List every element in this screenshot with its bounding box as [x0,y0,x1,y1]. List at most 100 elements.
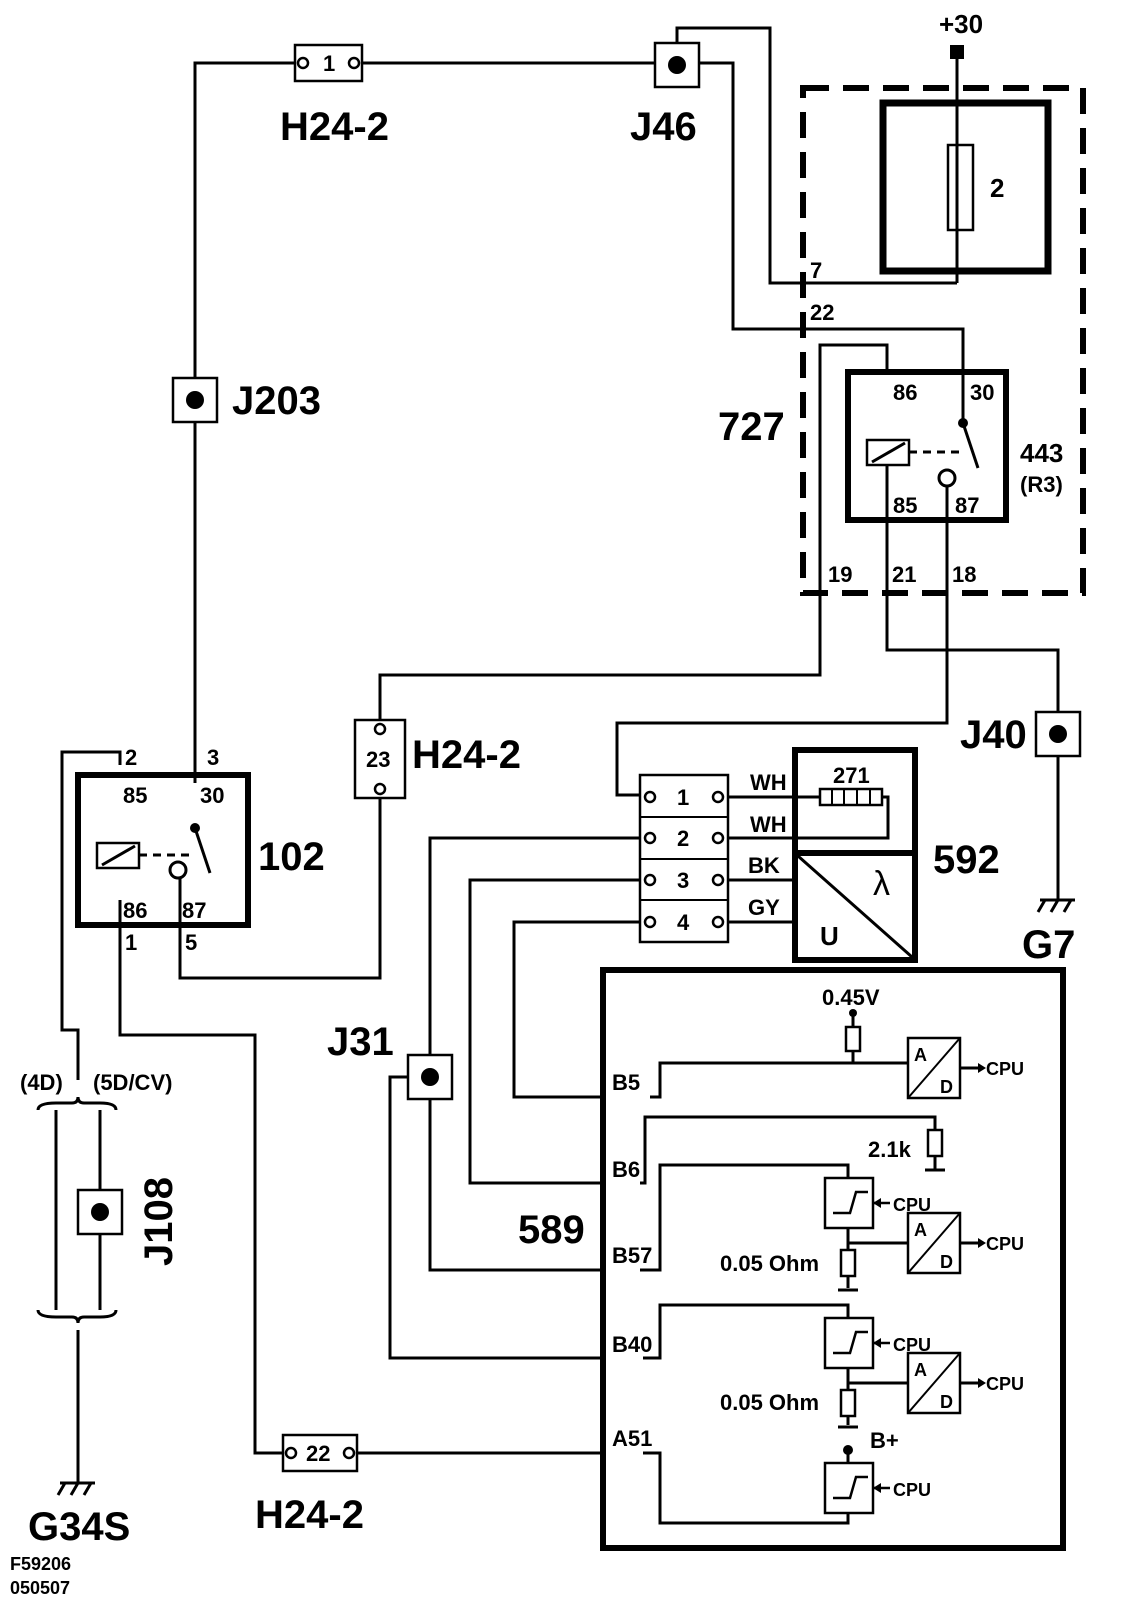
wire-relay102-pin1 [118,900,290,1455]
relay-102-switch [193,827,212,874]
cpu-5: CPU [986,1374,1024,1394]
ad3-d: D [940,1392,953,1412]
wire-j46-pin22 [688,61,965,420]
splice-j203 [171,376,219,424]
fuse-2-label: 2 [990,173,1004,203]
ecu-a51-line [643,1451,850,1525]
wire-gy-label: GY [748,895,780,920]
brace-bottom [36,1309,118,1324]
wire-wh2 [728,795,890,840]
h24-2-bottom-label: H24-2 [255,1493,364,1537]
ecu-b5-line [650,1061,908,1099]
ad-converter-1: A D [906,1036,986,1100]
ecu-pin-b6: B6 [612,1157,640,1182]
sensor-271-label: 271 [833,763,870,788]
relay-443-86: 86 [893,380,917,405]
ecu-pin-a51: A51 [612,1426,652,1451]
h24-2-top: 1 [293,43,364,83]
j108-label: J108 [137,1177,181,1266]
g34s-label: G34S [28,1505,130,1549]
plus30-label: +30 [939,9,983,39]
bplus-node [843,1445,853,1455]
wire-j31-b40 [388,1075,603,1360]
wire-r443-87 [615,478,949,797]
h24-2-mid-pin: 23 [366,747,390,772]
relay-102-pin3: 3 [207,745,219,770]
relay-102-86: 86 [123,898,147,923]
shunt-2-resistor [839,1388,857,1418]
relay-443-87: 87 [955,493,979,518]
wire-j203-h24-j46 [193,61,295,383]
j31-label: J31 [327,1020,394,1064]
conn-pin-1: 1 [677,785,689,810]
wire-r443-86 [378,343,889,720]
splice-j40 [1034,710,1082,758]
relay-102-pin1: 1 [125,930,137,955]
ecu-b57-sense [846,1228,908,1245]
h24-2-bottom-pin: 22 [306,1441,330,1466]
relay-443-switch [961,422,980,469]
relay-102-coil-slash [101,844,136,867]
v045-node [849,1009,857,1017]
relay-102 [75,772,251,928]
ecu-pin-b40: B40 [612,1332,652,1357]
relay-102-30: 30 [200,783,224,808]
sensor-u-label: U [820,921,839,951]
conn-pin-4: 4 [677,910,690,935]
cpu-2: CPU [893,1195,931,1215]
pin-19-label: 19 [828,562,852,587]
ad1-a: A [914,1045,927,1065]
ecu-pin-b5: B5 [612,1070,640,1095]
wire-relay102-pin5 [178,797,382,980]
relay-102-85: 85 [123,783,147,808]
h24-2-top-label: H24-2 [280,105,389,149]
splice-j108 [76,1188,124,1236]
ad-converter-3: A D [906,1351,986,1415]
bplus-label: B+ [870,1428,899,1453]
ref-code-2: 050507 [10,1578,70,1598]
ad2-a: A [914,1220,927,1240]
fuse-holder [879,99,1052,275]
driver-switch-2 [823,1316,890,1370]
j203-label: J203 [232,379,321,423]
cpu-1: CPU [986,1059,1024,1079]
h24-2-mid-label: H24-2 [412,733,521,777]
fuse-2 [946,143,975,232]
h24-2-top-pin: 1 [323,51,335,76]
driver-switch-3 [823,1461,890,1515]
relay-443-85: 85 [893,493,917,518]
wire-wh1-label: WH [750,770,787,795]
cpu-6: CPU [893,1480,931,1500]
r21k-resistor [926,1128,944,1158]
splice-j46 [653,41,701,89]
wire-bk-label: BK [748,853,780,878]
relay-443-30: 30 [970,380,994,405]
cpu-3: CPU [986,1234,1024,1254]
cpu-4: CPU [893,1335,931,1355]
wire-relay102-pin2 [60,750,122,1080]
sensor-lambda-label: λ [873,865,890,903]
wire-r443-85 [885,445,1060,715]
conn-pin-3: 3 [677,868,689,893]
relay-443-label: 443 [1020,438,1063,468]
ad3-a: A [914,1360,927,1380]
relay-102-pin2: 2 [125,745,137,770]
shunt-1-resistor [839,1248,857,1278]
v045-resistor [844,1025,862,1053]
relay-102-87: 87 [182,898,206,923]
wire-conn2 [428,836,655,1272]
h24-2-bottom: 22 [281,1433,359,1473]
relay-443-contact [937,468,957,488]
j40-label: J40 [960,713,1027,757]
ecu-b40-line [643,1303,850,1360]
driver-switch-1 [823,1176,890,1230]
ground-g34s-icon [56,1481,95,1496]
g7-label: G7 [1022,923,1075,967]
ref-code-1: F59206 [10,1554,71,1574]
pin-21-label: 21 [892,562,916,587]
fusebox-727-outline [800,85,1086,596]
relay-102-contact [168,860,188,880]
r21k-label: 2.1k [868,1137,912,1162]
relay-102-pin5: 5 [185,930,197,955]
